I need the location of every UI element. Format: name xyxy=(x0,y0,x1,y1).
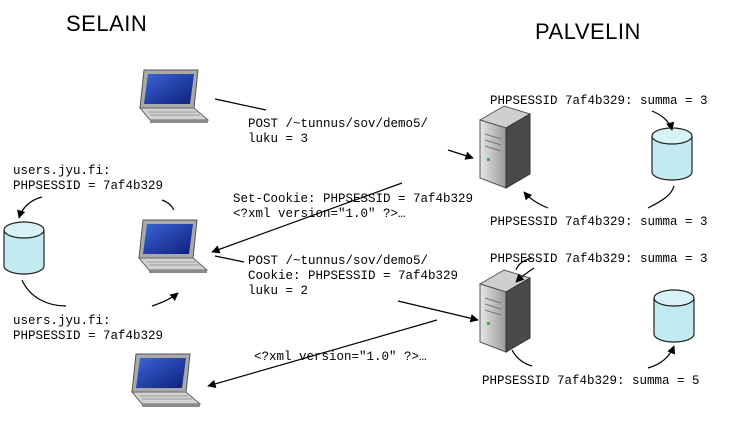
server2-session-before: PHPSESSID 7af4b329: summa = 3 xyxy=(490,252,708,266)
server-title: PALVELIN xyxy=(535,19,641,44)
server1-read-arrow xyxy=(651,110,675,131)
server1-session-before: PHPSESSID 7af4b329: summa = 3 xyxy=(490,94,708,108)
server-1 xyxy=(479,105,531,189)
browser-laptop-3 xyxy=(131,353,201,408)
server-2 xyxy=(479,269,531,353)
browser-store-arrow-bottom xyxy=(151,292,179,307)
request2-line xyxy=(214,255,245,263)
server2-write-line xyxy=(511,349,533,367)
browser-laptop-2 xyxy=(138,219,208,274)
response1-arrow xyxy=(211,182,403,254)
response1-line2: <?xml version="1.0" ?>… xyxy=(233,207,406,221)
browser-cookie-before-line2: PHPSESSID = 7af4b329 xyxy=(13,179,164,193)
browser-store-arrow-in xyxy=(17,196,43,219)
server2-read-arrow xyxy=(515,267,535,283)
request2-label: POST /~tunnus/sov/demo5/ Cookie: PHPSESS… xyxy=(248,254,458,299)
request1-line xyxy=(214,98,267,111)
browser-cookie-after-line1: users.jyu.fi: xyxy=(13,314,111,328)
response1-line1: Set-Cookie: PHPSESSID = 7af4b329 xyxy=(233,192,474,206)
response2-label: <?xml version="1.0" ?>… xyxy=(254,350,427,364)
request1-line2: luku = 3 xyxy=(248,132,309,146)
request1-line1: POST /~tunnus/sov/demo5/ xyxy=(248,117,429,131)
browser-cookie-after: users.jyu.fi: PHPSESSID = 7af4b329 xyxy=(13,314,163,344)
browser-store-arrow-top xyxy=(161,199,175,211)
request2-line2: Cookie: PHPSESSID = 7af4b329 xyxy=(248,269,459,283)
server-session-store-1 xyxy=(651,127,693,181)
server2-session-after: PHPSESSID 7af4b329: summa = 5 xyxy=(482,374,700,388)
server2-write-arrow xyxy=(647,345,676,369)
server1-write-arrow xyxy=(523,191,549,209)
server1-session-after: PHPSESSID 7af4b329: summa = 3 xyxy=(490,215,708,229)
response1-label: Set-Cookie: PHPSESSID = 7af4b329 <?xml v… xyxy=(233,192,473,222)
browser-cookie-before-line1: users.jyu.fi: xyxy=(13,164,111,178)
server2-read-line xyxy=(515,257,533,271)
browser-cookie-before: users.jyu.fi: PHPSESSID = 7af4b329 xyxy=(13,164,163,194)
request2-line3: luku = 2 xyxy=(248,284,309,298)
response2-arrow xyxy=(207,319,438,388)
server1-write-line xyxy=(647,185,675,209)
browser-cookie-after-line2: PHPSESSID = 7af4b329 xyxy=(13,329,164,343)
request2-line1: POST /~tunnus/sov/demo5/ xyxy=(248,254,429,268)
browser-cookie-store xyxy=(3,221,45,275)
browser-store-arrow-out xyxy=(21,279,67,307)
request2-arrow xyxy=(397,300,479,323)
browser-laptop-1 xyxy=(139,69,209,124)
server-session-store-2 xyxy=(653,289,695,343)
request1-label: POST /~tunnus/sov/demo5/ luku = 3 xyxy=(248,117,428,147)
browser-title: SELAIN xyxy=(66,11,148,36)
request1-arrow xyxy=(447,149,474,160)
